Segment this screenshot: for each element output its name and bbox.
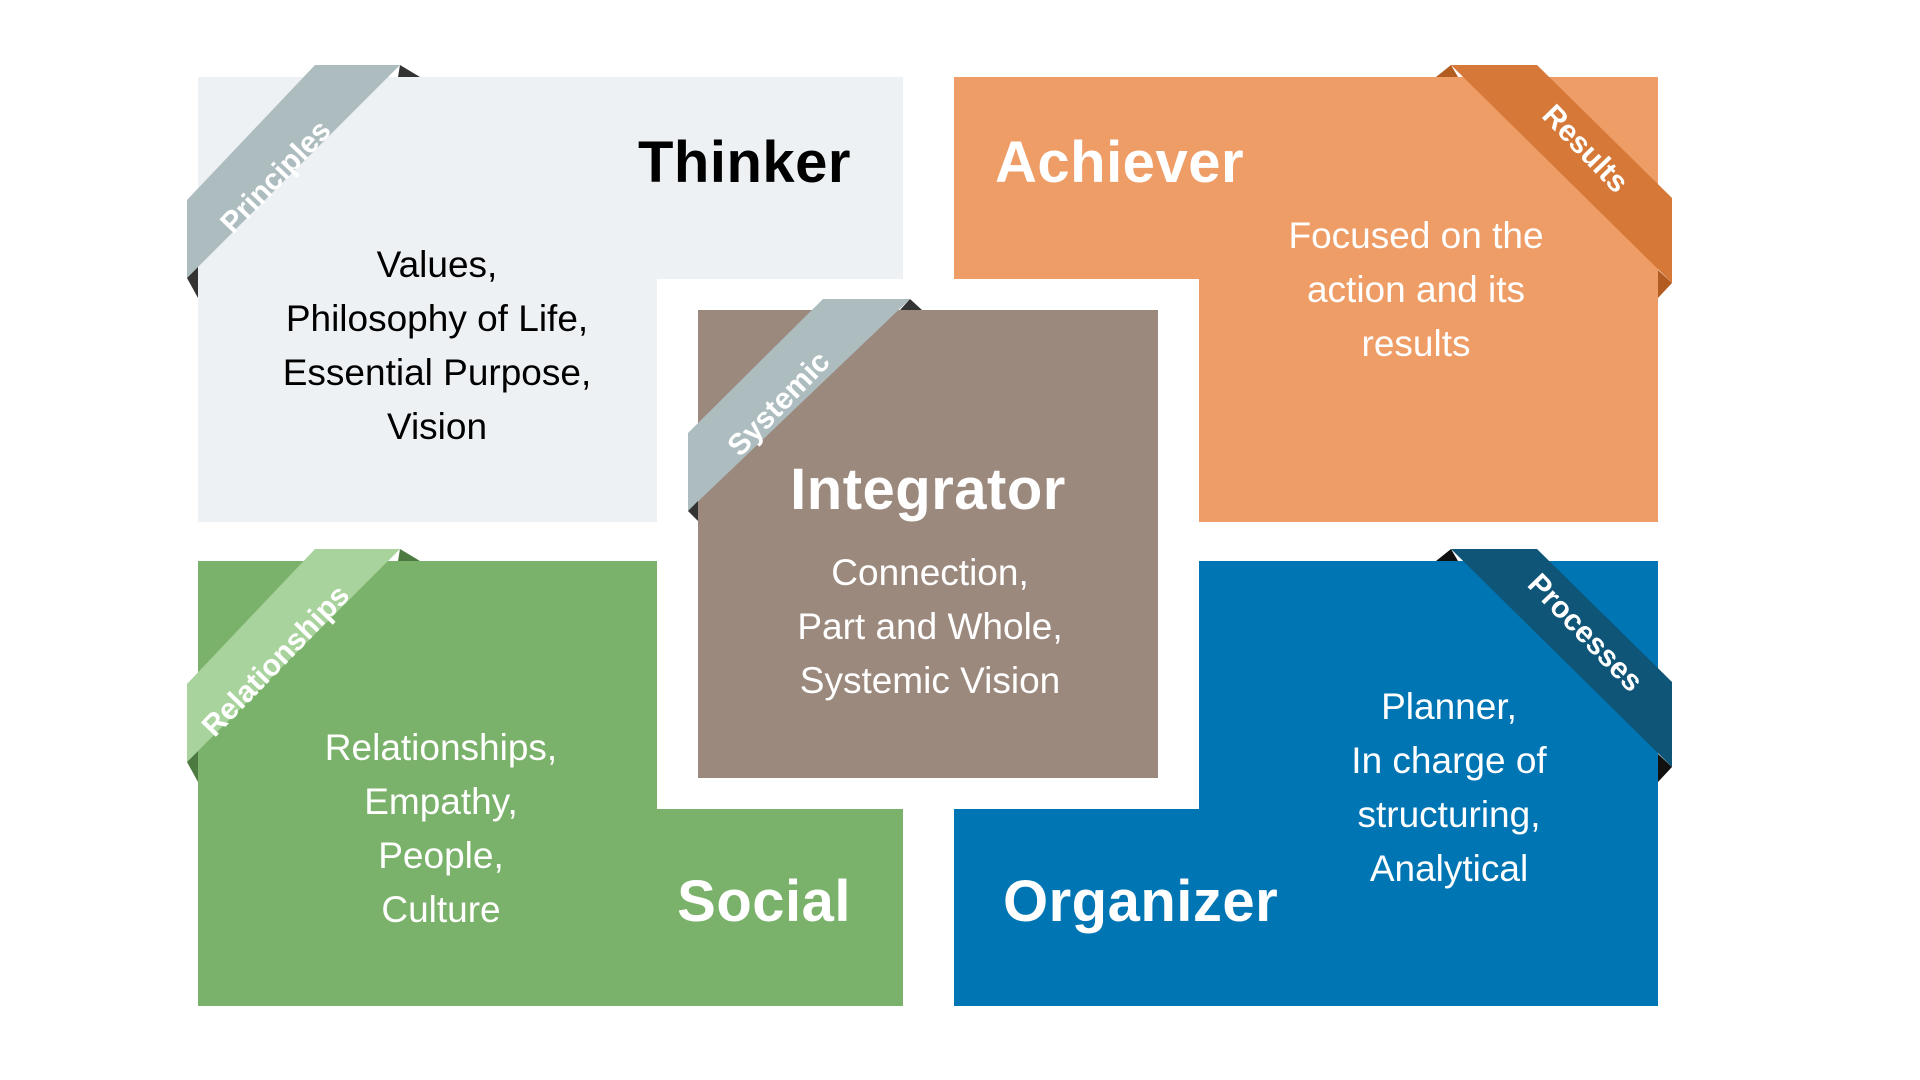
- thinker-line: Philosophy of Life,: [285, 298, 589, 339]
- thinker-description: Values, Philosophy of Life, Essential Pu…: [237, 238, 637, 454]
- achiever-line: Focused on the: [1288, 215, 1544, 256]
- integrator-title: Integrator: [790, 457, 1066, 522]
- achiever-title: Achiever: [995, 130, 1245, 195]
- organizer-line: Analytical: [1369, 848, 1529, 889]
- integrator-description: Connection, Part and Whole, Systemic Vis…: [730, 546, 1130, 708]
- organizer-title: Organizer: [1003, 869, 1279, 934]
- achiever-line: action and its: [1306, 269, 1526, 310]
- social-line: Culture: [381, 889, 501, 930]
- integrator-line: Part and Whole,: [797, 606, 1063, 647]
- organizer-line: In charge of: [1351, 740, 1547, 781]
- social-line: Relationships,: [324, 727, 558, 768]
- integrator-line: Connection,: [831, 552, 1029, 593]
- thinker-title: Thinker: [638, 130, 851, 195]
- organizer-line: structuring,: [1357, 794, 1541, 835]
- thinker-line: Values,: [376, 244, 498, 285]
- achiever-description: Focused on the action and its results: [1236, 209, 1596, 371]
- organizer-line: Planner,: [1381, 686, 1517, 727]
- organizer-description: Planner, In charge of structuring, Analy…: [1269, 680, 1629, 896]
- integrator-line: Systemic Vision: [799, 660, 1061, 701]
- thinker-line: Vision: [386, 406, 488, 447]
- social-title: Social: [677, 869, 851, 934]
- thinker-line: Essential Purpose,: [282, 352, 592, 393]
- achiever-line: results: [1361, 323, 1471, 364]
- social-line: Empathy,: [364, 781, 518, 822]
- social-line: People,: [378, 835, 504, 876]
- social-description: Relationships, Empathy, People, Culture: [261, 721, 621, 937]
